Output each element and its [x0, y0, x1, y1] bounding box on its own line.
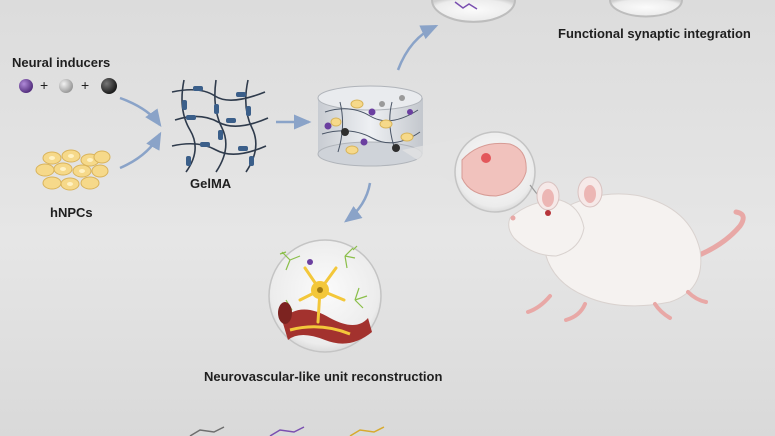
synaptic-integration-label: Functional synaptic integration	[558, 26, 751, 41]
inducer-beads	[19, 78, 117, 94]
neural-inducers-label: Neural inducers	[12, 55, 111, 70]
grey-bead-icon	[59, 79, 73, 93]
plus-sign-2: +	[81, 77, 90, 93]
arrow-hnpc-to-gelma	[119, 131, 162, 170]
brain-tissue-icon	[454, 131, 536, 213]
neurovascular-label: Neurovascular-like unit reconstruction	[204, 369, 443, 384]
flow-arrows	[119, 24, 439, 223]
arrow-inducers-to-gelma	[119, 96, 162, 128]
hnpcs-label: hNPCs	[50, 205, 93, 220]
plus-sign-1: +	[40, 77, 49, 93]
neurovascular-bubble-icon	[268, 239, 382, 353]
purple-bead-icon	[19, 79, 33, 93]
bottom-neurons-partial	[189, 426, 385, 436]
black-bead-icon	[101, 78, 117, 94]
arrow-scaffold-to-synaptic	[396, 24, 439, 71]
gelma-label: GelMA	[190, 176, 232, 191]
synaptic-bubble-partial	[431, 0, 683, 23]
hnpc-cluster-icon	[35, 149, 111, 191]
gelma-network-icon	[171, 79, 269, 173]
arrow-scaffold-to-neurovascular	[344, 182, 372, 223]
rat-icon	[508, 176, 746, 322]
hydrogel-scaffold-icon	[317, 85, 423, 167]
